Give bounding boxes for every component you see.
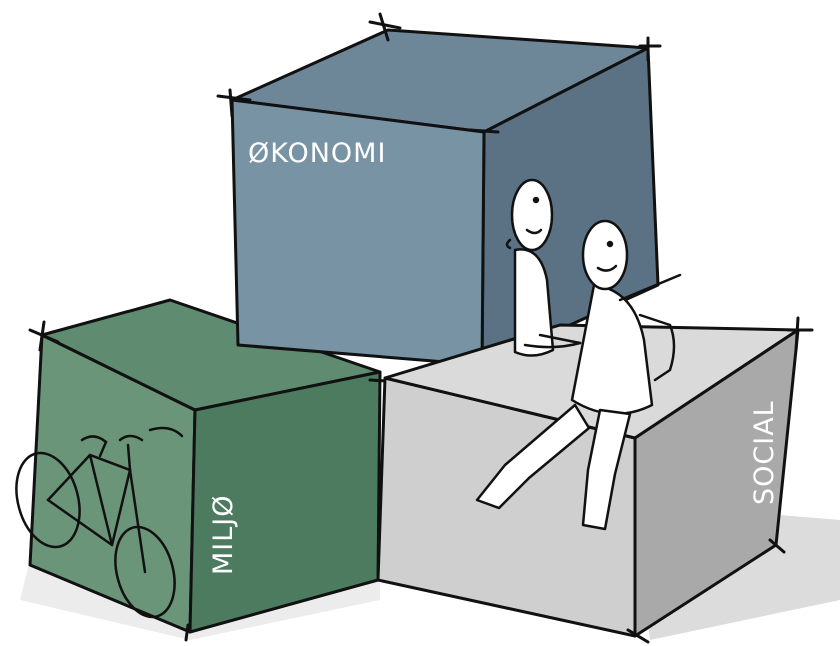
economy-label: ØKONOMI: [248, 138, 386, 169]
environment-label: MILJØ: [208, 494, 239, 575]
person-icon: [505, 178, 582, 357]
person-icon: [475, 219, 682, 531]
social-label: SOCIAL: [749, 400, 780, 505]
ground-shadow-left: [20, 560, 380, 640]
environment-cube: [28, 298, 422, 642]
bicycle-icon: [15, 426, 184, 619]
